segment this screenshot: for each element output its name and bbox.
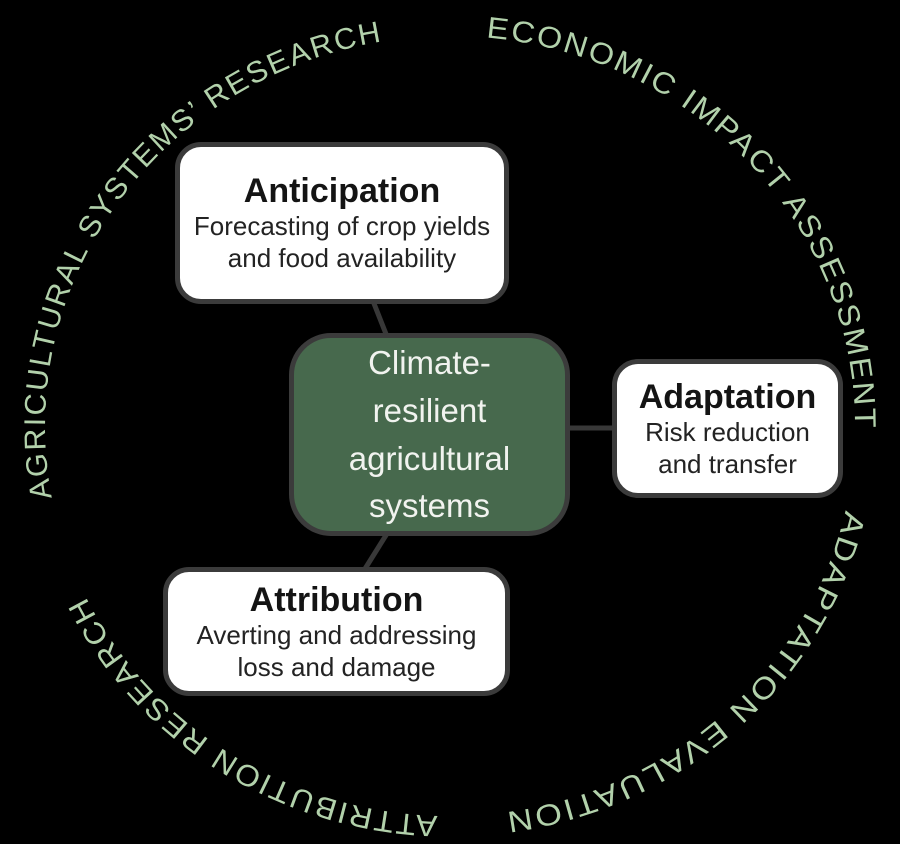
central-title-line-1: Climate-: [368, 344, 491, 382]
anticipation-title: Anticipation: [243, 172, 441, 211]
adaptation-subtitle: Risk reduction and transfer: [645, 417, 810, 480]
anticipation-subtitle: Forecasting of crop yields and food avai…: [194, 211, 490, 274]
ring-label-adaptation-evaluation: ADAPTATION EVALUATION: [503, 508, 869, 838]
anticipation-box: Anticipation Forecasting of crop yields …: [175, 142, 509, 304]
connector-anticipation-line: [370, 298, 391, 342]
adaptation-title: Adaptation: [638, 377, 817, 416]
attribution-subtitle: Averting and addressing loss and damage: [197, 620, 477, 683]
adaptation-subtitle-line-1: Risk reduction: [645, 416, 810, 447]
connector-attribution-line: [360, 529, 391, 575]
central-title-line-3: agricultural: [348, 439, 511, 477]
attribution-title: Attribution: [249, 580, 424, 619]
svg-text:ADAPTATION EVALUATION: ADAPTATION EVALUATION: [503, 508, 871, 838]
attribution-subtitle-line-1: Averting and addressing: [196, 619, 477, 650]
adaptation-subtitle-line-2: and transfer: [658, 448, 797, 479]
anticipation-subtitle-line-2: and food availability: [227, 243, 457, 274]
central-title-line-2: resilient: [372, 391, 487, 429]
central-box: Climate- resilient agricultural systems: [289, 333, 570, 536]
anticipation-subtitle-line-1: Forecasting of crop yields: [193, 211, 491, 242]
attribution-subtitle-line-2: loss and damage: [237, 651, 436, 682]
central-title-line-4: systems: [368, 487, 490, 525]
adaptation-box: Adaptation Risk reduction and transfer: [612, 359, 843, 498]
attribution-box: Attribution Averting and addressing loss…: [163, 567, 510, 696]
